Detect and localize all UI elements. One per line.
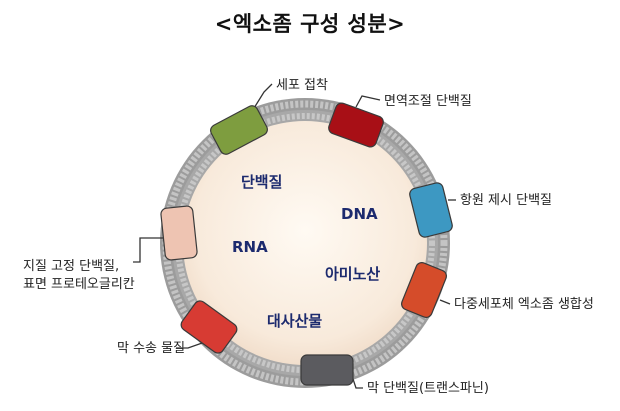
leader-line-transport bbox=[176, 341, 206, 349]
protein-antigen bbox=[409, 182, 453, 238]
inner-label-amino-acid: 아미노산 bbox=[325, 265, 381, 283]
protein-adhesion bbox=[210, 105, 268, 155]
protein-anchor bbox=[160, 205, 198, 261]
leader-line-immune bbox=[355, 95, 381, 108]
page-title: <엑소좀 구성 성분> bbox=[214, 12, 406, 36]
inner-label-carbohydrate: 대사산물 bbox=[267, 312, 323, 330]
label-membrane-transport: 막 수송 물질 bbox=[117, 341, 186, 356]
label-antigen-protein: 항원 제시 단백질 bbox=[460, 193, 552, 208]
protein-transport bbox=[180, 300, 238, 354]
membrane-head-inner bbox=[175, 113, 435, 373]
inner-label-dna: DNA bbox=[341, 205, 378, 223]
protein-tetraspanin bbox=[300, 354, 354, 386]
leader-line-multicell bbox=[439, 299, 451, 305]
label-tetraspanin: 막 단백질(트랜스파닌) bbox=[367, 381, 489, 396]
label-lipid-anchor-line1: 지질 고정 단백질, bbox=[23, 259, 120, 274]
exosome-lumen bbox=[183, 121, 427, 365]
inner-label-rna: RNA bbox=[232, 238, 268, 256]
protein-multicell bbox=[401, 262, 447, 318]
label-lipid-anchor-line2: 표면 프로테오글리칸 bbox=[23, 277, 135, 292]
leader-line-anchor bbox=[133, 237, 164, 263]
protein-immune bbox=[328, 102, 384, 148]
label-multicell-biogenesis: 다중세포체 엑소좀 생합성 bbox=[454, 297, 594, 312]
inner-label-protein: 단백질 bbox=[241, 173, 283, 191]
label-cell-adhesion: 세포 접착 bbox=[276, 78, 328, 93]
leader-line-adhesion bbox=[250, 83, 273, 114]
label-immune-protein: 면역조절 단백질 bbox=[384, 94, 472, 109]
